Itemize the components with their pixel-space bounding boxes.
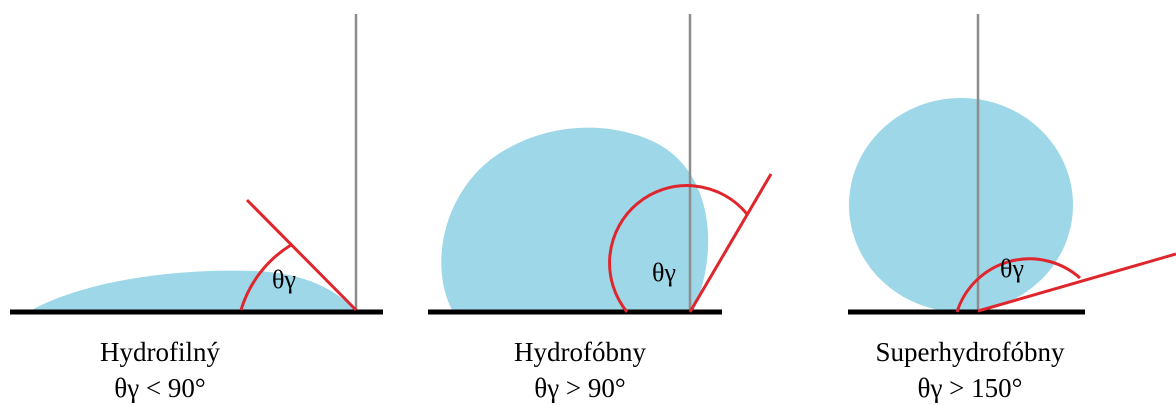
panel-name-superhydrophobic: Superhydrofóbny: [875, 337, 1065, 367]
panel-superhydrophobic: θγ: [848, 14, 1176, 315]
tangent-line-superhydrophobic: [977, 252, 1176, 313]
angle-label-superhydrophobic: θγ: [1000, 254, 1024, 283]
panel-hydrophilic: θγ: [10, 14, 383, 315]
caption-hydrophobic: Hydrofóbny θγ > 90°: [480, 334, 680, 406]
droplet-hydrophilic: [28, 270, 356, 312]
droplet-hydrophobic: [441, 127, 709, 312]
caption-superhydrophobic: Superhydrofóbny θγ > 150°: [840, 334, 1100, 406]
panel-hydrophobic: θγ: [428, 14, 773, 315]
panel-condition-hydrophobic: θγ > 90°: [534, 373, 626, 403]
panel-condition-superhydrophobic: θγ > 150°: [917, 373, 1023, 403]
angle-label-hydrophilic: θγ: [272, 265, 296, 294]
angle-label-hydrophobic: θγ: [652, 258, 676, 287]
panel-name-hydrophobic: Hydrofóbny: [514, 337, 646, 367]
droplet-superhydrophobic: [849, 98, 1073, 312]
tangent-line-hydrophilic: [245, 198, 358, 312]
angle-arc-hydrophilic: [239, 243, 292, 311]
angle-arc-hydrophobic: [608, 184, 749, 313]
panel-name-hydrophilic: Hydrofilný: [100, 337, 220, 367]
panel-condition-hydrophilic: θγ < 90°: [114, 373, 206, 403]
caption-hydrophilic: Hydrofilný θγ < 90°: [60, 334, 260, 406]
tangent-line-hydrophobic: [688, 173, 773, 313]
angle-arc-superhydrophobic: [955, 257, 1081, 313]
